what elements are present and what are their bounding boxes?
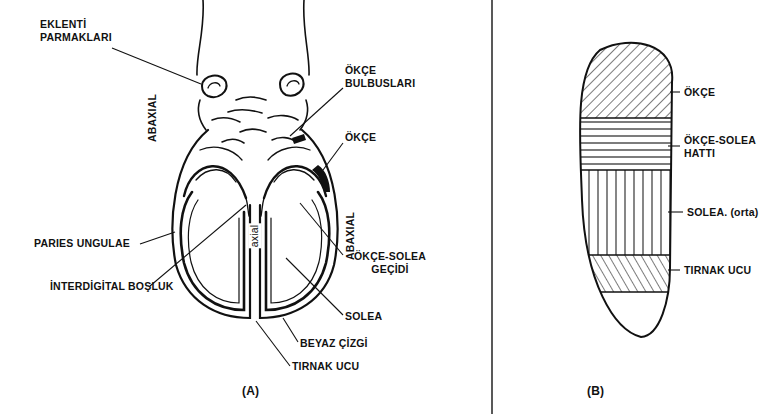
- part-label: TIRNAK UCU: [292, 360, 359, 373]
- part-label: ÖKÇE: [345, 131, 376, 144]
- part-label: ÖKÇE BULBUSLARI: [345, 64, 430, 90]
- part-label: ÖKÇE: [684, 86, 715, 99]
- side-label: ABAXIAL: [146, 94, 159, 142]
- part-label: EKLENTİ PARMAKLARI: [40, 18, 120, 44]
- part-label: PARIES UNGULAE: [34, 237, 130, 250]
- part-label: ÖKÇE-SOLEA HATTI: [684, 134, 759, 160]
- side-label: axial: [248, 224, 261, 249]
- part-label: ÖKÇE-SOLEA GEÇİDİ: [345, 250, 435, 276]
- part-label: BEYAZ ÇİZGİ: [300, 337, 368, 350]
- part-label: İNTERDİGİTAL BOŞLUK: [50, 280, 174, 293]
- part-label: SOLEA. (orta): [687, 206, 758, 219]
- part-label: SOLEA: [345, 310, 382, 323]
- panel-label: (B): [587, 384, 604, 399]
- part-label: TIRNAK UCU: [684, 264, 751, 277]
- panel-label: (A): [242, 384, 259, 399]
